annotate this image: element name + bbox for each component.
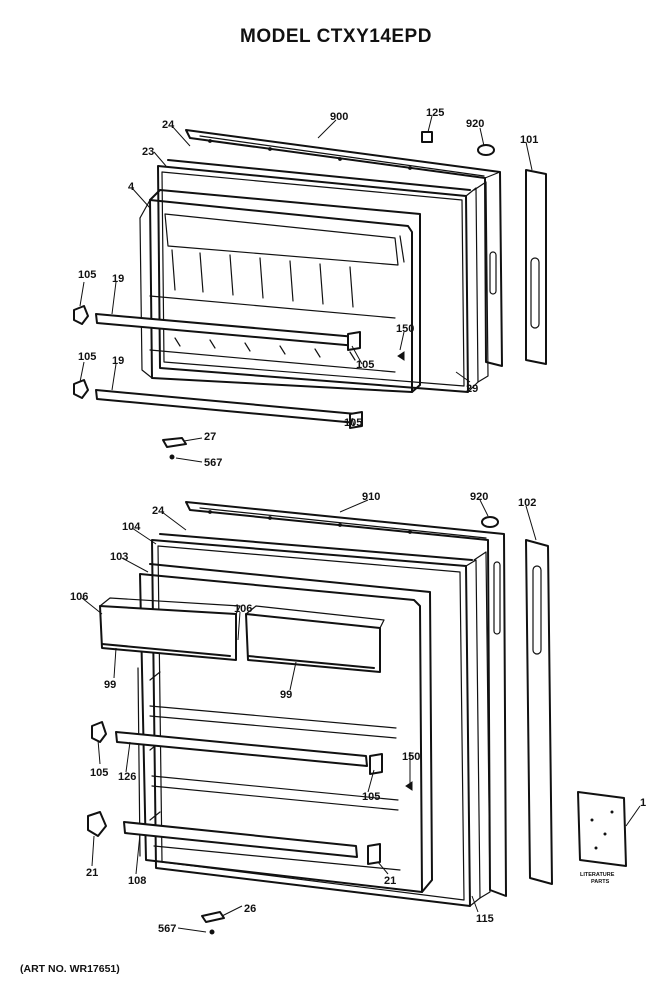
label-102: 102 [518, 497, 536, 509]
label-21-left: 21 [86, 867, 98, 879]
freezer-shelf-bar-lower [95, 389, 358, 424]
freezer-outer-door-panel [185, 129, 503, 367]
label-150-lower: 150 [402, 751, 420, 763]
freezer-door-assembly [73, 129, 547, 460]
label-101: 101 [520, 134, 538, 146]
fresh-food-door-assembly: LITERATURE PARTS [87, 501, 627, 935]
label-104: 104 [122, 521, 141, 533]
label-126: 126 [118, 771, 136, 783]
label-105-f: 105 [362, 791, 380, 803]
label-24-lower: 24 [152, 505, 165, 517]
fresh-food-door-handle [525, 539, 553, 885]
label-900: 900 [330, 111, 348, 123]
dairy-bin-right [245, 605, 385, 673]
label-19-lower: 19 [112, 355, 124, 367]
label-567-lower: 567 [158, 923, 176, 935]
label-567-upper: 567 [204, 457, 222, 469]
label-27: 27 [204, 431, 216, 443]
label-99-left: 99 [104, 679, 116, 691]
label-24-upper: 24 [162, 119, 175, 131]
literature-label-2: PARTS [591, 879, 610, 885]
fresh-food-hardware [201, 516, 499, 935]
literature-label-1: LITERATURE [580, 872, 615, 878]
freezer-shelf-brackets [73, 305, 405, 429]
model-title: MODEL CTXY14EPD [240, 26, 432, 47]
part-labels: 900 125 920 101 24 23 4 105 19 150 105 1… [70, 107, 646, 935]
art-number: (ART NO. WR17651) [20, 963, 120, 975]
label-105-c: 105 [78, 351, 96, 363]
label-29: 29 [466, 383, 478, 395]
label-115: 115 [476, 913, 494, 925]
fresh-food-brackets [87, 721, 413, 865]
label-125: 125 [426, 107, 444, 119]
literature-parts-booklet: LITERATURE PARTS [577, 791, 627, 885]
label-105-d: 105 [344, 417, 362, 429]
dairy-bin-left [99, 597, 241, 661]
label-150-upper: 150 [396, 323, 414, 335]
freezer-hardware [162, 131, 495, 460]
label-19-upper: 19 [112, 273, 124, 285]
fresh-food-shelf-bar-lower [123, 821, 358, 858]
fresh-food-door-gasket [151, 533, 491, 907]
label-105-a: 105 [78, 269, 96, 281]
label-99-right: 99 [280, 689, 292, 701]
label-920-upper: 920 [466, 118, 484, 130]
freezer-door-gasket [157, 159, 489, 393]
label-105-b: 105 [356, 359, 374, 371]
fresh-food-shelf-bar-upper [115, 731, 368, 767]
fresh-food-door-liner [137, 563, 433, 893]
label-108: 108 [128, 875, 146, 887]
freezer-door-liner [139, 189, 421, 393]
label-23: 23 [142, 146, 154, 158]
label-920-lower: 920 [470, 491, 488, 503]
freezer-shelf-bar-upper [95, 313, 358, 347]
label-105-e: 105 [90, 767, 108, 779]
label-106-center: 106 [234, 603, 252, 615]
label-1: 1 [640, 797, 646, 809]
freezer-door-handle [525, 169, 547, 365]
label-21-right: 21 [384, 875, 396, 887]
label-103: 103 [110, 551, 128, 563]
label-4: 4 [128, 181, 135, 193]
label-26: 26 [244, 903, 256, 915]
label-910: 910 [362, 491, 380, 503]
label-106-left: 106 [70, 591, 88, 603]
leader-lines [79, 115, 641, 933]
